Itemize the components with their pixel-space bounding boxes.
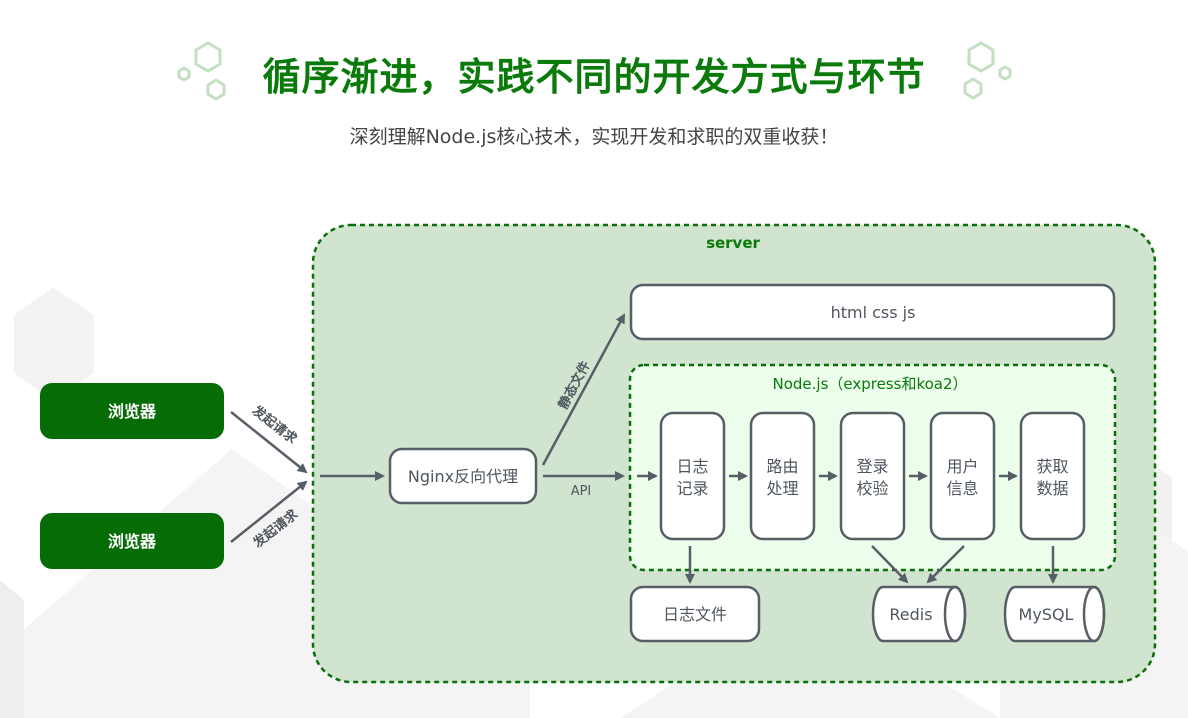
step-label: 日志 (676, 457, 708, 476)
step-label: 信息 (946, 479, 978, 498)
nginx-node[interactable]: Nginx反向代理 (388, 447, 538, 505)
static-files-label: html css js (831, 303, 916, 322)
user-redis-arrow (926, 545, 965, 584)
step-label: 校验 (856, 479, 888, 498)
static-files-node[interactable]: html css js (629, 283, 1116, 341)
log-file-node[interactable]: 日志文件 (629, 585, 761, 643)
browser-node-1[interactable]: 浏览器 (40, 383, 224, 439)
step-box (929, 411, 996, 541)
step-label: 登录 (856, 457, 888, 476)
request-arrow-1 (230, 411, 308, 474)
step-label: 路由 (766, 457, 798, 476)
step-label: 获取 (1036, 457, 1068, 476)
redis-node[interactable]: Redis (871, 585, 967, 643)
step-box (1019, 411, 1086, 541)
browser-label: 浏览器 (108, 402, 157, 421)
page-subtitle: 深刻理解Node.js核心技术，实现开发和求职的双重收获！ (349, 126, 839, 148)
step-label: 用户 (946, 457, 978, 476)
bg-hexagon (0, 580, 24, 718)
step-box (839, 411, 906, 541)
hexagon-icon (194, 41, 222, 73)
hexagon-icon (206, 78, 226, 101)
nginx-label: Nginx反向代理 (408, 467, 518, 486)
hexagon-icon (998, 65, 1012, 81)
request-arrow-2 (230, 480, 308, 543)
auth-redis-arrow (871, 545, 909, 584)
hexagon-icon (177, 66, 191, 82)
api-edge-label: API (571, 484, 592, 499)
request-edge-label: 发起请求 (248, 402, 300, 448)
step-label: 处理 (766, 479, 798, 498)
redis-label: Redis (889, 605, 932, 624)
bg-hexagon (14, 287, 94, 401)
mysql-node[interactable]: MySQL (1003, 585, 1106, 643)
nodejs-label: Node.js（express和koa2） (772, 375, 967, 393)
log-file-label: 日志文件 (663, 605, 727, 624)
step-box (749, 411, 816, 541)
title-hexagons-left (177, 41, 226, 101)
server-label: server (706, 234, 760, 252)
step-box (659, 411, 726, 541)
page-title: 循序渐进，实践不同的开发方式与环节 (262, 55, 926, 99)
step-label: 数据 (1036, 479, 1068, 498)
step-label: 记录 (676, 479, 708, 498)
browser-label: 浏览器 (108, 532, 157, 551)
title-hexagons-right (963, 41, 1012, 100)
hexagon-icon (967, 41, 995, 73)
static-files-arrow (541, 313, 626, 466)
request-edge-label: 发起请求 (249, 506, 301, 552)
mysql-label: MySQL (1019, 605, 1074, 624)
browser-node-2[interactable]: 浏览器 (40, 513, 224, 569)
hexagon-icon (963, 77, 983, 100)
